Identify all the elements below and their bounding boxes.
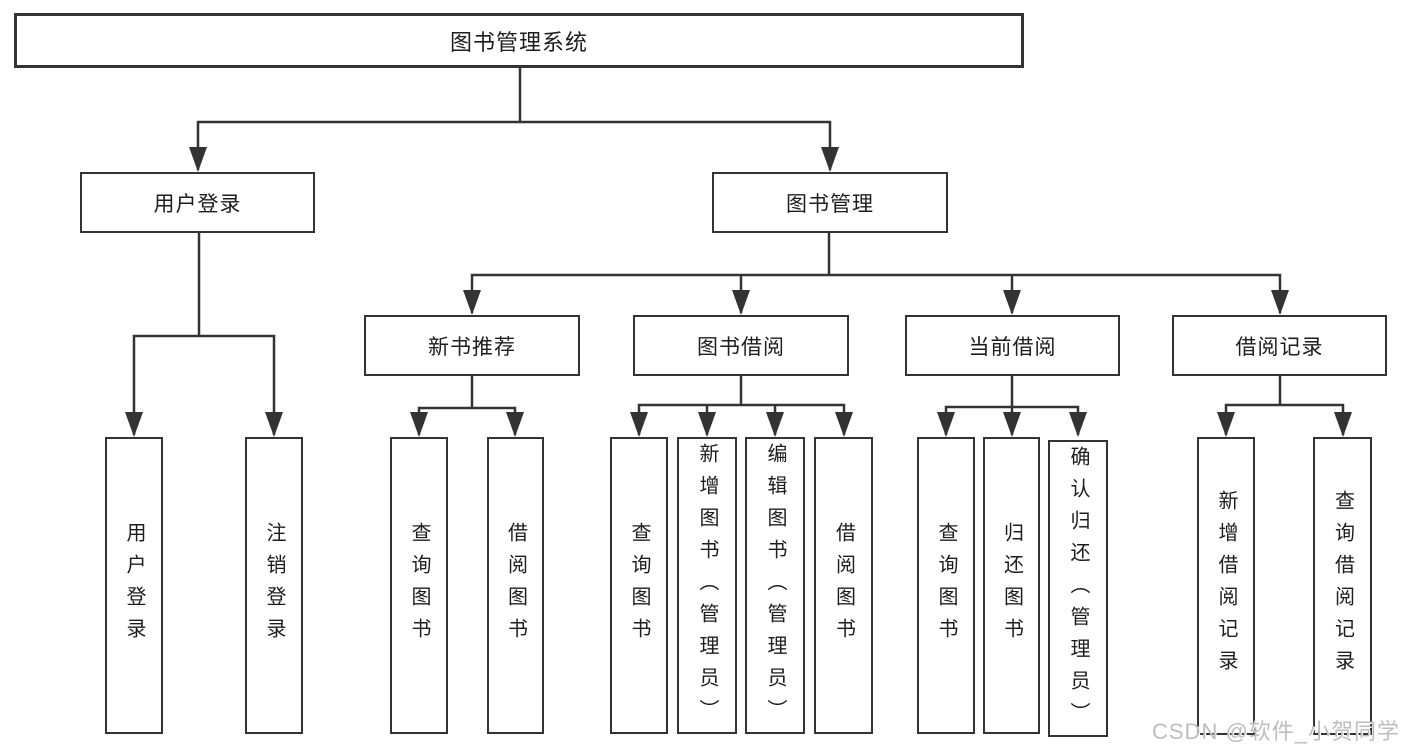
leaf-current-query-books: 查询图书 (917, 437, 975, 734)
node-current-borrow: 当前借阅 (905, 315, 1120, 376)
node-root-library-system: 图书管理系统 (14, 13, 1024, 68)
leaf-recommend-borrow-books: 借阅图书 (487, 437, 544, 734)
leaf-query-borrow-record: 查询借阅记录 (1313, 437, 1372, 735)
leaf-edit-books-admin: 编辑图书（管理员） (745, 437, 805, 734)
leaf-logout: 注销登录 (245, 437, 303, 734)
leaf-add-books-admin: 新增图书（管理员） (677, 437, 737, 734)
node-book-borrow: 图书借阅 (633, 315, 849, 376)
csdn-watermark: CSDN @软件_小贺同学 (1152, 719, 1401, 744)
node-new-book-recommend: 新书推荐 (364, 315, 580, 376)
leaf-borrow-query-books: 查询图书 (610, 437, 668, 734)
leaf-user-login: 用户登录 (105, 437, 163, 734)
node-borrow-records: 借阅记录 (1172, 315, 1387, 376)
node-book-management: 图书管理 (712, 172, 948, 233)
leaf-borrow-books: 借阅图书 (814, 437, 873, 734)
node-user-login: 用户登录 (80, 172, 315, 233)
leaf-confirm-return-admin: 确认归还（管理员） (1048, 440, 1108, 737)
leaf-recommend-query-books: 查询图书 (390, 437, 448, 734)
leaf-add-borrow-record: 新增借阅记录 (1197, 437, 1255, 735)
arrowheads (125, 147, 1352, 437)
leaf-return-books: 归还图书 (983, 437, 1040, 734)
